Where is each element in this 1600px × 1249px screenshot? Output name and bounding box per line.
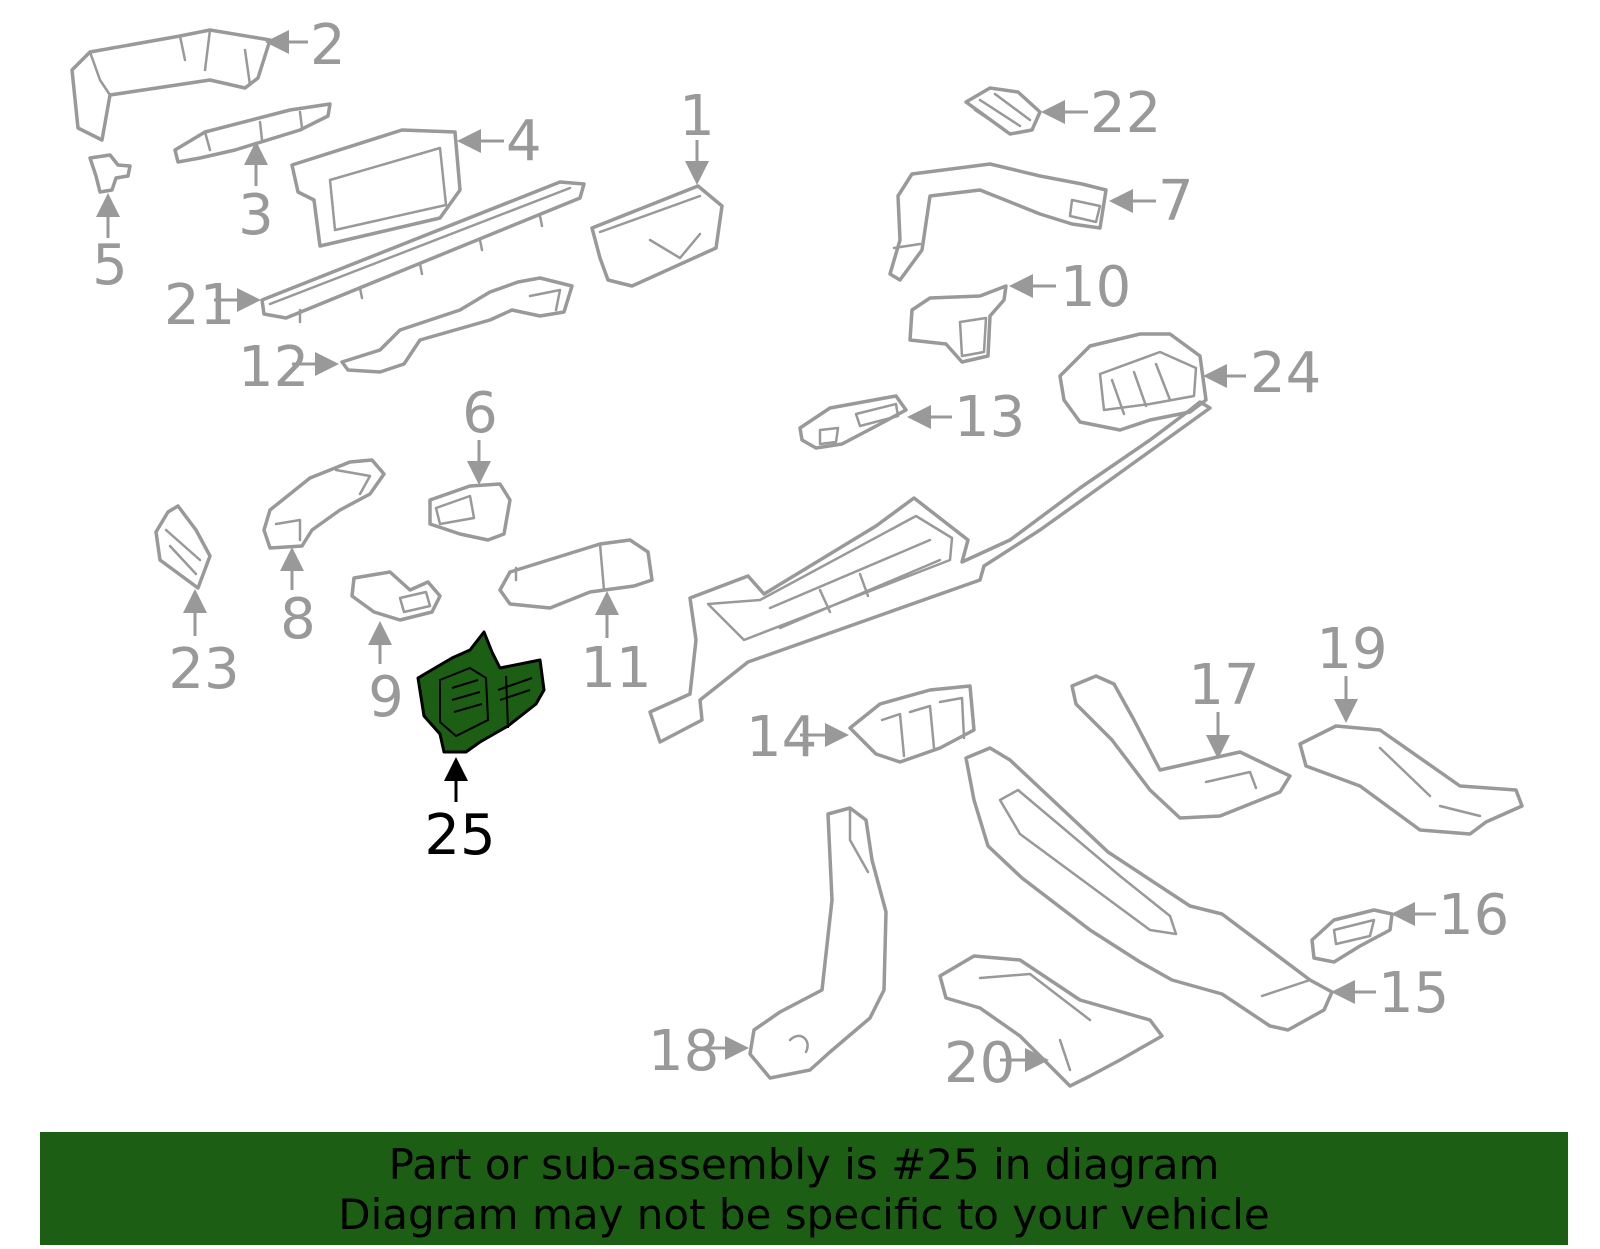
part-12 xyxy=(340,276,574,374)
callout-4: 4 xyxy=(457,109,542,174)
callout-12: 12 xyxy=(238,335,339,400)
svg-text:16: 16 xyxy=(1438,883,1509,948)
callout-15: 15 xyxy=(1331,961,1449,1026)
part-11 xyxy=(498,538,654,610)
part-6 xyxy=(428,482,512,542)
callout-11: 11 xyxy=(580,591,652,701)
banner-line-1: Part or sub-assembly is #25 in diagram xyxy=(388,1140,1220,1189)
svg-text:22: 22 xyxy=(1090,81,1161,146)
part-1 xyxy=(590,184,724,288)
callout-23: 23 xyxy=(168,589,240,702)
svg-text:18: 18 xyxy=(648,1019,719,1084)
svg-text:24: 24 xyxy=(1250,341,1321,406)
svg-text:13: 13 xyxy=(954,385,1025,450)
part-5 xyxy=(88,153,132,194)
svg-text:10: 10 xyxy=(1060,255,1131,320)
callout-9: 9 xyxy=(368,621,404,730)
svg-text:20: 20 xyxy=(944,1031,1015,1096)
callout-8: 8 xyxy=(280,547,316,652)
svg-text:17: 17 xyxy=(1188,653,1259,718)
svg-text:1: 1 xyxy=(679,84,715,149)
callout-24: 24 xyxy=(1203,341,1321,406)
part-9 xyxy=(350,570,442,622)
callout-25-selected: 25 xyxy=(424,757,496,868)
callout-10: 10 xyxy=(1009,255,1131,320)
callout-19: 19 xyxy=(1316,617,1388,723)
part-23 xyxy=(154,504,212,590)
callout-6: 6 xyxy=(462,381,498,485)
part-24 xyxy=(1058,332,1208,432)
part-21 xyxy=(260,180,586,324)
callout-16: 16 xyxy=(1391,883,1509,948)
part-25-highlighted xyxy=(416,630,546,754)
part-14 xyxy=(848,684,976,764)
callout-3: 3 xyxy=(238,141,274,248)
part-center-panel xyxy=(648,400,1212,744)
svg-text:21: 21 xyxy=(164,273,235,338)
info-banner: Part or sub-assembly is #25 in diagram D… xyxy=(40,1132,1568,1245)
svg-text:4: 4 xyxy=(506,109,542,174)
svg-text:3: 3 xyxy=(238,183,274,248)
svg-text:11: 11 xyxy=(580,636,651,701)
part-22 xyxy=(964,86,1042,136)
callout-14: 14 xyxy=(746,705,849,770)
svg-text:15: 15 xyxy=(1378,961,1449,1026)
svg-text:8: 8 xyxy=(280,587,316,652)
part-2 xyxy=(70,28,272,142)
svg-text:14: 14 xyxy=(746,705,817,770)
part-10 xyxy=(908,284,1008,364)
part-15 xyxy=(964,746,1334,1032)
part-3 xyxy=(173,102,332,164)
svg-text:9: 9 xyxy=(368,665,404,730)
svg-text:25: 25 xyxy=(424,803,495,868)
banner-line-2: Diagram may not be specific to your vehi… xyxy=(338,1190,1270,1239)
callout-13: 13 xyxy=(907,385,1025,450)
part-4 xyxy=(290,128,462,248)
svg-text:2: 2 xyxy=(310,13,346,78)
callout-1: 1 xyxy=(679,84,715,185)
part-17 xyxy=(1070,674,1292,820)
callout-22: 22 xyxy=(1041,81,1161,146)
part-8 xyxy=(262,458,386,550)
svg-text:19: 19 xyxy=(1316,617,1387,682)
part-7 xyxy=(888,162,1108,282)
callout-7: 7 xyxy=(1109,169,1194,234)
svg-text:5: 5 xyxy=(92,233,128,298)
callout-18: 18 xyxy=(648,1019,749,1084)
part-13 xyxy=(798,394,908,450)
callout-20: 20 xyxy=(944,1031,1049,1096)
callout-2: 2 xyxy=(265,13,346,78)
part-19 xyxy=(1298,724,1524,836)
part-18 xyxy=(748,806,888,1080)
svg-text:23: 23 xyxy=(168,637,239,702)
svg-text:7: 7 xyxy=(1158,169,1194,234)
part-16 xyxy=(1310,908,1394,964)
svg-text:6: 6 xyxy=(462,381,498,446)
callout-21: 21 xyxy=(164,273,261,338)
part-20 xyxy=(938,954,1164,1088)
svg-text:12: 12 xyxy=(238,335,309,400)
callout-17: 17 xyxy=(1188,653,1260,759)
callout-5: 5 xyxy=(92,193,128,298)
